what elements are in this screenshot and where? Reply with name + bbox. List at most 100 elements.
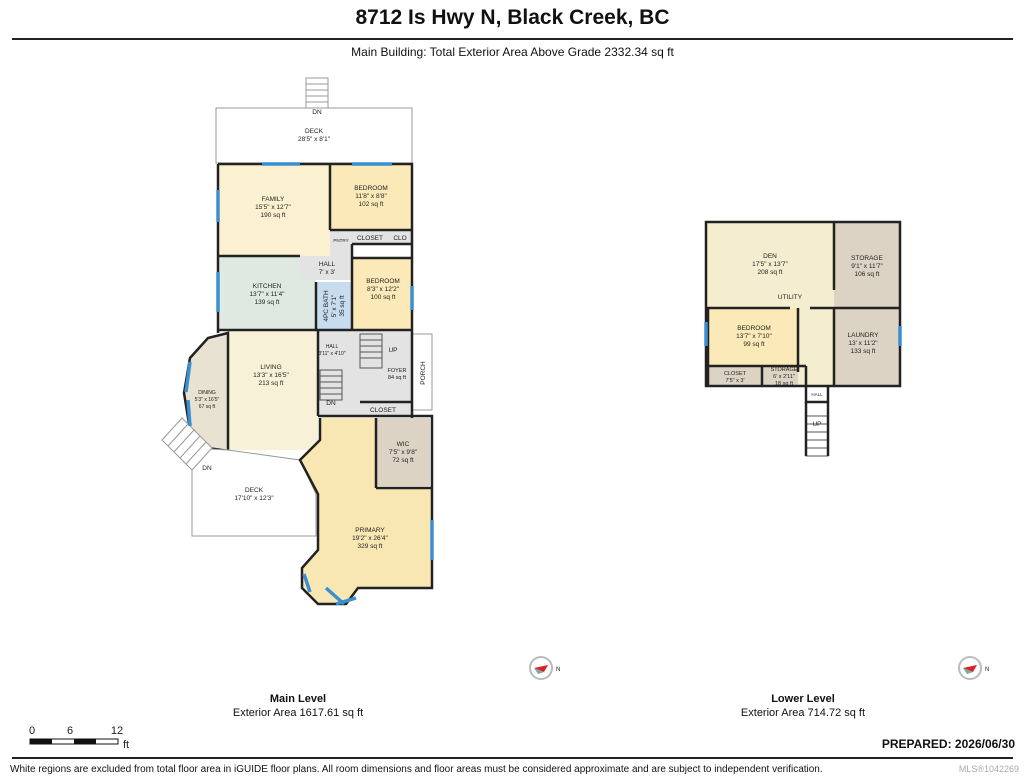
lower-level-windows: [704, 322, 902, 346]
foyer-name: FOYER: [388, 368, 407, 374]
stairs-up-label: UP: [388, 347, 397, 354]
family-name: FAMILY: [262, 196, 285, 203]
hall-1-room: [300, 256, 354, 280]
wic-dims: 7'5" x 9'8": [389, 449, 418, 456]
lower-level-plan: DEN 17'5" x 13'7" 208 sq ft STORAGE 9'1"…: [704, 220, 902, 457]
closet-2-name: CLOSET: [370, 407, 396, 414]
kitchen-area: 139 sq ft: [255, 299, 280, 306]
main-level-area: Exterior Area 1617.61 sq ft: [232, 707, 364, 719]
family-room: [218, 164, 330, 256]
deck-left-area: [191, 447, 317, 537]
hall-2-name: HALL: [326, 344, 339, 350]
wic-room: [376, 418, 430, 486]
den-area: 208 sq ft: [758, 269, 783, 276]
deck-top-name: DECK: [305, 128, 324, 135]
hall-1-dims: 7' x 3': [319, 269, 336, 276]
lower-hall-name: HALL: [811, 392, 823, 397]
bath-area: 35 sq ft: [339, 295, 346, 317]
hall-1-name: HALL: [319, 261, 336, 268]
laundry-area: 133 sq ft: [851, 348, 876, 355]
stairs-dn-label: DN: [326, 400, 336, 407]
page-subtitle: Main Building: Total Exterior Area Above…: [351, 45, 674, 59]
scale-label-0: 0: [29, 725, 35, 737]
lower-stairs-up: UP: [812, 421, 821, 428]
den-room: [706, 222, 834, 308]
primary-room: [300, 418, 432, 604]
closet-1-name: CLOSET: [357, 235, 383, 242]
scale-label-12: 12: [111, 725, 123, 737]
bedroom-2-area: 100 sq ft: [371, 294, 396, 301]
interior-stairs: [319, 333, 383, 401]
lower-bedroom-area: 99 sq ft: [743, 341, 765, 348]
lower-level-area: Exterior Area 714.72 sq ft: [740, 707, 866, 719]
deck-top-dims: 28'5" x 8'1": [298, 136, 331, 143]
closet-room: [706, 366, 762, 386]
kitchen-dims: 13'7" x 11'4": [249, 291, 285, 298]
main-level-plan: DECK 28'5" x 8'1" DN FAMILY 15'5" x 12'7…: [161, 77, 434, 606]
bedroom-2-name: BEDROOM: [366, 278, 400, 285]
den-name: DEN: [763, 253, 777, 260]
pantry-name: PNTRY: [333, 238, 348, 243]
wic-area: 72 sq ft: [392, 457, 414, 464]
family-area: 190 sq ft: [261, 212, 286, 219]
page-title: 8712 Is Hwy N, Black Creek, BC: [355, 6, 670, 29]
hall-2-dims: 3'11" x 4'10": [318, 351, 345, 357]
lower-bedroom-name: BEDROOM: [737, 325, 771, 332]
prepared-date: PREPARED: 2026/06/30: [881, 737, 1015, 751]
closet-2-room: [360, 402, 412, 416]
lower-level-walls: [704, 220, 902, 456]
pantry-room: [330, 230, 352, 258]
den-dims: 17'5" x 13'7": [752, 261, 788, 268]
primary-dims: 19'2" x 26'4": [352, 535, 388, 542]
compass-icon: N: [958, 656, 989, 680]
storage-1-name: STORAGE: [851, 255, 883, 262]
lower-level-name: Lower Level: [771, 693, 835, 705]
living-room: [228, 330, 318, 450]
main-level-caption: Main Level Exterior Area 1617.61 sq ft: [168, 692, 428, 720]
clo-name: CLO: [393, 235, 406, 242]
storage-2-room: [762, 366, 806, 386]
bath-room: [316, 282, 352, 330]
deck-top-area: [215, 107, 413, 164]
lower-bedroom-dims: 13'7" x 7'10": [736, 333, 772, 340]
deck-left-dims: 17'10" x 12'3": [234, 495, 274, 502]
lower-closet-name: CLOSET: [724, 371, 747, 377]
deck-left-stairs: [161, 417, 213, 471]
main-level-name: Main Level: [269, 693, 327, 705]
lower-closet-dims: 7'5" x 3': [725, 378, 744, 384]
compass-n-label: N: [556, 667, 560, 673]
bath-name: 4PC BATH: [323, 290, 330, 322]
storage-2-dims: 6' x 2'11": [773, 374, 795, 380]
porch-name: PORCH: [420, 361, 427, 385]
storage-1-dims: 9'1" x 11'7": [851, 263, 883, 270]
foyer-area: 84 sq ft: [388, 375, 407, 381]
footer-divider: [12, 757, 1013, 759]
deck-left-name: DECK: [245, 487, 264, 494]
storage-2-area: 18 sq ft: [775, 381, 794, 387]
deck-left-dn: DN: [202, 465, 212, 472]
bedroom-1-dims: 11'8" x 8'8": [355, 193, 387, 200]
utility-name: UTILITY: [778, 294, 803, 301]
compass-n-label: N: [985, 667, 989, 673]
bedroom-1-room: [330, 164, 412, 230]
header-divider: [12, 38, 1013, 40]
storage-1-room: [834, 222, 900, 308]
storage-1-area: 106 sq ft: [855, 271, 880, 278]
primary-area: 329 sq ft: [358, 543, 383, 550]
mls-watermark: MLS®1042269: [958, 764, 1019, 774]
deck-top-stairs: [305, 77, 329, 109]
dining-area: 67 sq ft: [199, 404, 216, 410]
scale-label-6: 6: [67, 725, 73, 737]
main-level-windows: [184, 162, 434, 606]
bath-dims: 5' x 7'1": [331, 294, 338, 317]
disclaimer-text: White regions are excluded from total fl…: [10, 764, 823, 775]
bedroom-room: [708, 308, 798, 366]
bedroom-1-name: BEDROOM: [354, 185, 388, 192]
bedroom-1-area: 102 sq ft: [359, 201, 384, 208]
closet-1-room: [352, 230, 388, 244]
family-dims: 15'5" x 12'7": [255, 204, 291, 211]
scale-bar: 0 6 12 ft: [29, 725, 129, 751]
bedroom-2-room: [352, 258, 412, 330]
laundry-dims: 13' x 11'2": [848, 340, 878, 347]
